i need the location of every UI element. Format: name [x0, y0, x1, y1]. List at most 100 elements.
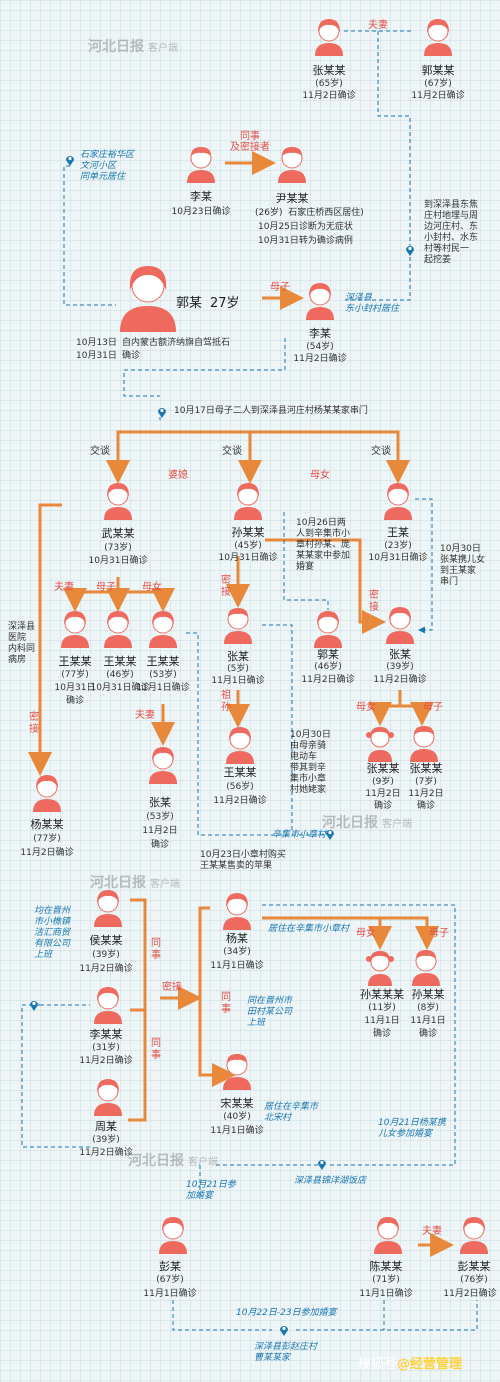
person-icon [228, 480, 268, 520]
person-age: (45岁) [234, 541, 262, 551]
watermark-client: 客户端 [150, 879, 180, 890]
person-note: 10月13日 [76, 338, 117, 348]
relation-label: 夫妻 [368, 20, 388, 31]
location-pin-icon [316, 1158, 328, 1170]
person-date: 10月31日确诊 [218, 553, 278, 563]
watermark-logo: 河北日报 [322, 815, 378, 831]
person-name: 张某 [227, 650, 249, 663]
person-age: (39岁) [386, 662, 414, 672]
event-note: 10月17日母子二人到深泽县河庄村杨某某家串门 [174, 406, 368, 416]
person-date: 11月1日确诊 [359, 1289, 413, 1299]
person-name: 侯某某 [89, 934, 123, 947]
person-age: (77岁) [61, 670, 89, 680]
person-icon [217, 1050, 257, 1090]
person-name: 张某某 [366, 762, 400, 775]
person-date: 11月1日确诊 [136, 683, 190, 693]
location-note: 均在晋州 市小樵镇 洁汇商贸 有限公司 上班 [34, 906, 71, 960]
person-note: 10月31日转为确诊病例 [258, 236, 353, 246]
person-icon [378, 480, 418, 520]
watermark-client: 客户端 [382, 819, 412, 830]
event-note: 10月30日 张某携儿女 到王某家 串门 [440, 544, 486, 587]
relation-label: 夫妻 [54, 582, 74, 593]
person-name: 王某某 [146, 655, 180, 668]
person-icon [55, 608, 95, 648]
person-name: 尹某某 [275, 192, 309, 205]
person-note: 自内蒙古额济纳旗自驾抵石 [122, 338, 231, 348]
relation-label: 同事 [151, 1038, 161, 1061]
person-name: 彭某某 [457, 1260, 491, 1273]
location-note: 石家庄裕华区 文河小区 同单元居住 [80, 150, 135, 182]
person-name: 王某某 [223, 766, 257, 779]
person-icon [27, 772, 67, 812]
person-date: 11月2日确诊 [20, 848, 74, 858]
person-icon [380, 604, 420, 644]
person-name: 陈某某 [369, 1260, 403, 1273]
watermark: 河北日报客户端 [90, 872, 180, 892]
person-age: (23岁) [384, 541, 412, 551]
person-icon [153, 1214, 193, 1254]
person-date: 11月1日 [364, 1016, 400, 1026]
person-name: 李某 [309, 327, 331, 340]
person-age: (67岁) [156, 1275, 184, 1285]
person-age: (46岁) [314, 662, 342, 672]
person-icon [143, 744, 183, 784]
relation-label: 同事 [151, 938, 161, 961]
person-note: 10月31日 [76, 351, 117, 361]
relation-label: 母女 [142, 582, 162, 593]
location-note: 居住在辛集市 北宋村 [264, 1102, 319, 1123]
person-date: 11月2日确诊 [293, 354, 347, 364]
event-note: 10月21日参 加婚宴 [186, 1180, 236, 1201]
person-icon [454, 1214, 494, 1254]
relation-label: 母子 [270, 282, 290, 293]
person-age: (53岁) [149, 670, 177, 680]
relation-label: 密接 [221, 575, 231, 598]
person-age: (56岁) [226, 782, 254, 792]
person-icon [98, 608, 138, 648]
person-date: 11月2日确诊 [443, 1289, 497, 1299]
relation-label: 密接 [369, 590, 379, 613]
person-date: 确诊 [372, 1029, 392, 1039]
relation-label: 交谈 [90, 446, 110, 457]
person-icon [308, 608, 348, 648]
person-name: 杨某 [226, 932, 248, 945]
person-age: (67岁) [424, 79, 452, 89]
person-name: 王某某 [58, 655, 92, 668]
event-note: 10月23日小章村购买 王某某售卖的苹果 [200, 850, 286, 871]
relation-label: 交谈 [371, 446, 391, 457]
person-age: (8岁) [417, 1003, 439, 1013]
person-age: (46岁) [106, 670, 134, 680]
person-name: 张某某 [409, 762, 443, 775]
location-pin-icon [404, 244, 416, 256]
person-date: 11月2日 [142, 826, 178, 836]
person-date: 确诊 [373, 801, 393, 811]
location-note: 深泽县 医院 内科同 病房 [8, 622, 36, 665]
person-date: 11月1日 [410, 1016, 446, 1026]
person-age: (65岁) [315, 79, 343, 89]
person-icon [217, 890, 257, 930]
event-note: 10月21日杨某携 儿女参加婚宴 [378, 1118, 446, 1139]
person-age: (5岁) [227, 664, 249, 674]
person-icon [309, 16, 349, 56]
relation-label: 密接 [29, 712, 39, 735]
relation-label: 夫妻 [422, 1226, 442, 1237]
location-pin-icon [324, 828, 336, 840]
location-note: 深泽县 东小封村居住 [345, 293, 400, 314]
person-name: 郭某 [317, 648, 339, 661]
watermark: 河北日报客户端 [322, 812, 412, 832]
person-name: 武某某 [101, 527, 135, 540]
watermark-client: 客户端 [148, 43, 178, 54]
person-age: (11岁) [368, 1003, 396, 1013]
person-age: (7岁) [415, 777, 437, 787]
person-name: 孙某某 [231, 526, 265, 539]
event-note: 10月22日-23日参加婚宴 [236, 1308, 337, 1318]
relation-label: 母子 [96, 582, 116, 593]
person-date: 10月31日确诊 [88, 556, 148, 566]
relation-label: 母女 [356, 702, 376, 713]
person-name: 周某 [95, 1120, 117, 1133]
event-note: 10月30日 由母亲骑 电动车 带其到辛 集市小章 村她姥家 [290, 730, 331, 795]
relation-label: 密接 [162, 982, 182, 993]
person-date: 11月2日确诊 [411, 91, 465, 101]
location-pin-icon [28, 999, 40, 1011]
person-date: 11月2日 [365, 789, 401, 799]
person-name: 郭某 [176, 296, 203, 311]
